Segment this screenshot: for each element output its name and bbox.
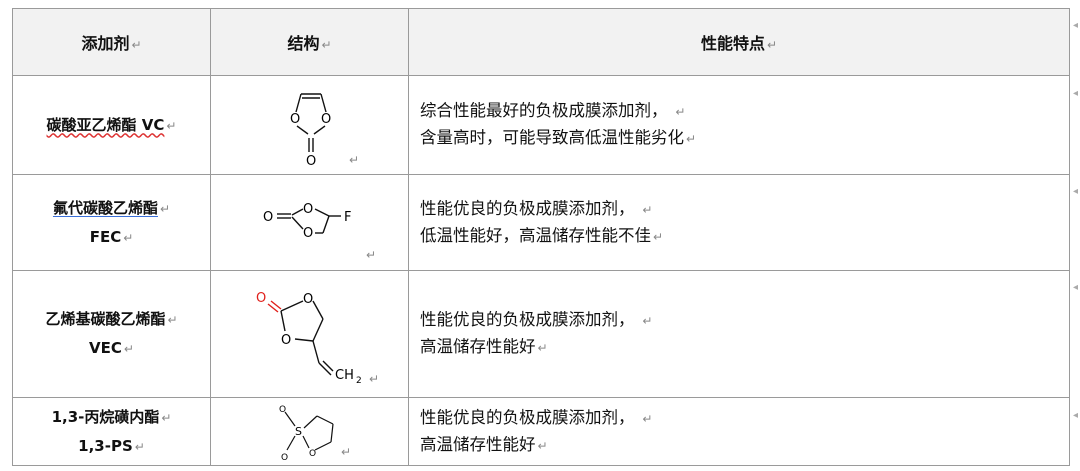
- table-border-top: [12, 8, 1070, 9]
- vc-oxygen-label: O: [321, 112, 331, 127]
- paragraph-mark: ↵: [341, 445, 351, 459]
- column-divider: [210, 8, 211, 465]
- fec-oxygen-label: O: [303, 202, 313, 217]
- fec-oxygen-label: O: [303, 226, 313, 241]
- table-row-ps-name: 1,3-丙烷磺内酯↵ 1,3-PS↵: [51, 407, 172, 455]
- side-marker: ◂: [1072, 88, 1078, 99]
- table-row-vec-structure: O O O CH 2 ↵: [211, 271, 408, 397]
- table-border-left: [12, 8, 13, 465]
- table-row-vc-name: 碳酸亚乙烯酯 VC↵: [46, 115, 177, 134]
- table-border-bottom: [12, 465, 1070, 466]
- ps-sulfur-label: S: [295, 425, 302, 438]
- row-divider: [12, 270, 1070, 271]
- vec-oxygen-label: O: [256, 291, 266, 306]
- table-row-ps-features: 性能优良的负极成膜添加剂， ↵ 高温储存性能好↵: [420, 407, 653, 454]
- side-marker: ◂: [1072, 282, 1078, 293]
- header-structure: 结构↵: [287, 34, 332, 53]
- ps-oxygen-label: O: [309, 449, 316, 459]
- vec-oxygen-label: O: [303, 292, 313, 307]
- ps-oxygen-label: O: [281, 453, 288, 463]
- vec-structure-diagram: O O O CH 2 ↵: [256, 291, 379, 386]
- vec-oxygen-label: O: [281, 333, 291, 348]
- header-features: 性能特点↵: [700, 34, 778, 53]
- row-divider: [12, 397, 1070, 398]
- table-row-vec-name: 乙烯基碳酸乙烯酯↵ VEC↵: [45, 310, 178, 357]
- paragraph-mark: ↵: [349, 153, 359, 167]
- vc-oxygen-label: O: [306, 154, 316, 169]
- header-additive: 添加剂↵: [81, 34, 142, 53]
- vc-structure-diagram: O O O ↵: [290, 93, 359, 169]
- table-row-ps-structure: O S O O ↵: [211, 398, 408, 465]
- table-row-fec-structure: O O O F ↵: [211, 175, 408, 270]
- table-row-fec-features: 性能优良的负极成膜添加剂， ↵ 低温性能好，高温储存性能不佳↵: [420, 198, 664, 245]
- vc-oxygen-label: O: [290, 112, 300, 127]
- header-row-background: [13, 9, 1069, 75]
- row-divider: [12, 174, 1070, 175]
- table-border-right: [1069, 8, 1070, 465]
- vec-subscript-label: 2: [356, 376, 362, 386]
- ps-oxygen-label: O: [279, 405, 286, 415]
- fec-structure-diagram: O O O F ↵: [263, 202, 376, 262]
- vec-ch2-label: CH: [335, 368, 354, 383]
- fec-oxygen-label: O: [263, 210, 273, 225]
- column-divider: [408, 8, 409, 465]
- paragraph-mark: ↵: [369, 372, 379, 386]
- row-divider: [12, 75, 1070, 76]
- paragraph-mark: ↵: [366, 248, 376, 262]
- ps-structure-diagram: O S O O ↵: [279, 405, 351, 463]
- side-marker: ◂: [1072, 410, 1078, 421]
- fec-fluorine-label: F: [344, 210, 351, 225]
- table-row-vc-structure: O O O ↵: [211, 76, 408, 174]
- table-row-vc-features: 综合性能最好的负极成膜添加剂， ↵ 含量高时，可能导致高低温性能劣化↵: [420, 101, 697, 147]
- side-marker: ◂: [1072, 20, 1078, 31]
- side-marker: ◂: [1072, 186, 1078, 197]
- table-row-fec-name: 氟代碳酸乙烯酯↵ FEC↵: [52, 198, 171, 246]
- table-row-vec-features: 性能优良的负极成膜添加剂， ↵ 高温储存性能好↵: [420, 310, 653, 356]
